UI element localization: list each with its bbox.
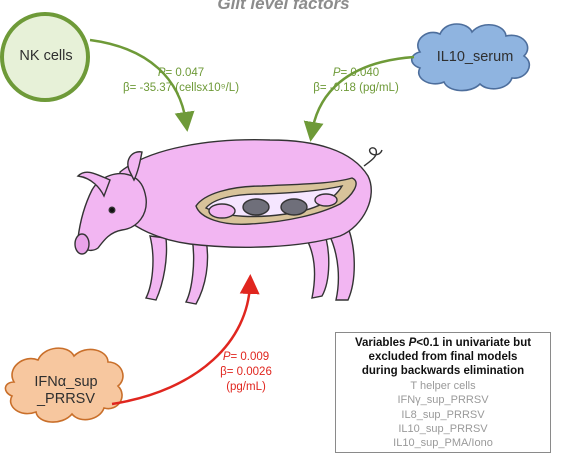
excluded-header: Variables P<0.1 in univariate but exclud… (336, 336, 550, 378)
excluded-item: IL10_sup_PMA/Iono (393, 437, 493, 450)
ifn-alpha-label-line1: IFNα_sup (34, 374, 98, 390)
ifn-alpha-unit: (pg/mL) (226, 381, 266, 393)
nk-cells-beta: β= -35.37 (cellsx10⁹/L) (122, 82, 240, 94)
excluded-item: IFNγ_sup_PRRSV (397, 394, 489, 407)
pig-illustration (74, 139, 383, 305)
excluded-list: T helper cells IFNγ_sup_PRRSV IL8_sup_PR… (336, 379, 550, 450)
excluded-item: IL10_sup_PRRSV (398, 422, 488, 435)
excluded-header-line1: Variables P<0.1 in univariate but (354, 337, 532, 349)
ifn-alpha-p: P= 0.009 (222, 351, 270, 363)
ifn-alpha-label-line2: _PRRSV (36, 391, 96, 407)
excluded-header-line3: during backwards elimination (361, 365, 525, 377)
excluded-variables-box: Variables P<0.1 in univariate but exclud… (335, 332, 551, 453)
ifn-arrow (111, 274, 260, 406)
nk-arrow (89, 38, 195, 132)
diagram-title: Gilt level factors (217, 0, 350, 13)
ifn-alpha-stats: P= 0.009 β= 0.0026 (pg/mL) (196, 350, 296, 395)
il10-serum-beta: β= -0.18 (pg/mL) (313, 82, 399, 94)
il10-serum-stats: P= 0.040 β= -0.18 (pg/mL) (296, 66, 416, 96)
ifn-alpha-beta: β= 0.0026 (220, 366, 272, 378)
il10-serum-p: P= 0.040 (332, 67, 380, 79)
excluded-item: T helper cells (410, 380, 476, 392)
excluded-item: IL8_sup_PRRSV (401, 408, 485, 421)
il10-arrow (303, 55, 415, 142)
excluded-header-line2: excluded from final models (368, 351, 518, 363)
nk-cells-node (0, 12, 90, 102)
nk-cells-stats: P= 0.047 β= -35.37 (cellsx10⁹/L) (96, 66, 266, 96)
il10-serum-label: IL10_serum (436, 49, 514, 65)
ifn-alpha-label: IFNα_sup _PRRSV (10, 374, 122, 408)
il10-serum-node (410, 23, 530, 92)
nk-cells-p: P= 0.047 (157, 67, 205, 79)
nk-cells-label: NK cells (19, 48, 73, 64)
